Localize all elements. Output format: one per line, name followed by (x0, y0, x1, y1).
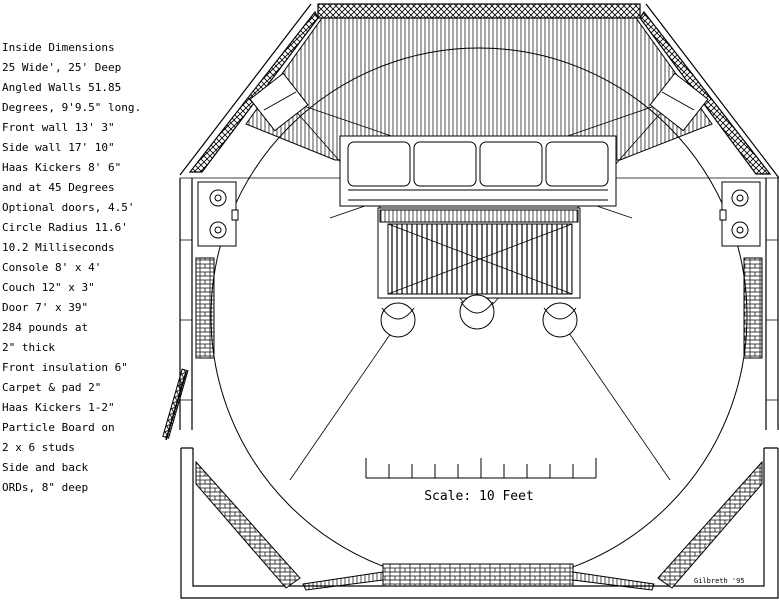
couch (339, 135, 617, 207)
note-line: Haas Kickers 8' 6" (2, 161, 122, 174)
note-line: Front insulation 6" (2, 361, 128, 374)
scale-bar (365, 458, 597, 479)
front-diffuser-panel (245, 17, 713, 161)
left-side-speaker (197, 181, 239, 247)
note-line: Angled Walls 51.85 (2, 81, 122, 94)
note-line: Haas Kickers 1-2" (2, 401, 115, 414)
right-side-panel (743, 257, 763, 359)
chair-right (542, 302, 578, 338)
note-line: ORDs, 8" deep (2, 481, 89, 494)
note-line: Carpet & pad 2" (2, 381, 102, 394)
outer-walls (179, 3, 779, 599)
console (377, 207, 581, 299)
left-side-panel (195, 257, 215, 359)
note-line: Front wall 13' 3" (2, 121, 115, 134)
scale-label: Scale: 10 Feet (424, 489, 534, 504)
right-monitor-speaker (649, 72, 709, 132)
note-line: Side wall 17' 10" (2, 141, 115, 154)
note-line: 2" thick (2, 341, 55, 354)
note-line: 10.2 Milliseconds (2, 241, 115, 254)
note-line: Circle Radius 11.6' (2, 221, 128, 234)
dimension-notes: Inside Dimensions 25 Wide', 25' Deep Angl… (2, 38, 152, 498)
note-line: Door 7' x 39" (2, 301, 89, 314)
note-line: 284 pounds at (2, 321, 89, 334)
left-monitor-speaker (249, 72, 309, 132)
door (162, 368, 189, 441)
note-line: Inside Dimensions (2, 41, 115, 54)
note-line: 2 x 6 studs (2, 441, 75, 454)
note-line: Particle Board on (2, 421, 115, 434)
rear-diffusers (195, 460, 763, 591)
chair-left (380, 302, 416, 338)
note-line: 25 Wide', 25' Deep (2, 61, 122, 74)
note-line: Couch 12" x 3" (2, 281, 95, 294)
note-line: and at 45 Degrees (2, 181, 115, 194)
signature: Gilbreth '95 (694, 577, 745, 585)
note-line: Degrees, 9'9.5" long. (2, 101, 142, 114)
side-wall-marks-left (180, 239, 192, 401)
chair-center (459, 294, 495, 330)
right-side-speaker (719, 181, 761, 247)
note-line: Side and back (2, 461, 89, 474)
note-line: Optional doors, 4.5' (2, 201, 135, 214)
note-line: Console 8' x 4' (2, 261, 102, 274)
side-wall-marks-right (766, 239, 778, 401)
